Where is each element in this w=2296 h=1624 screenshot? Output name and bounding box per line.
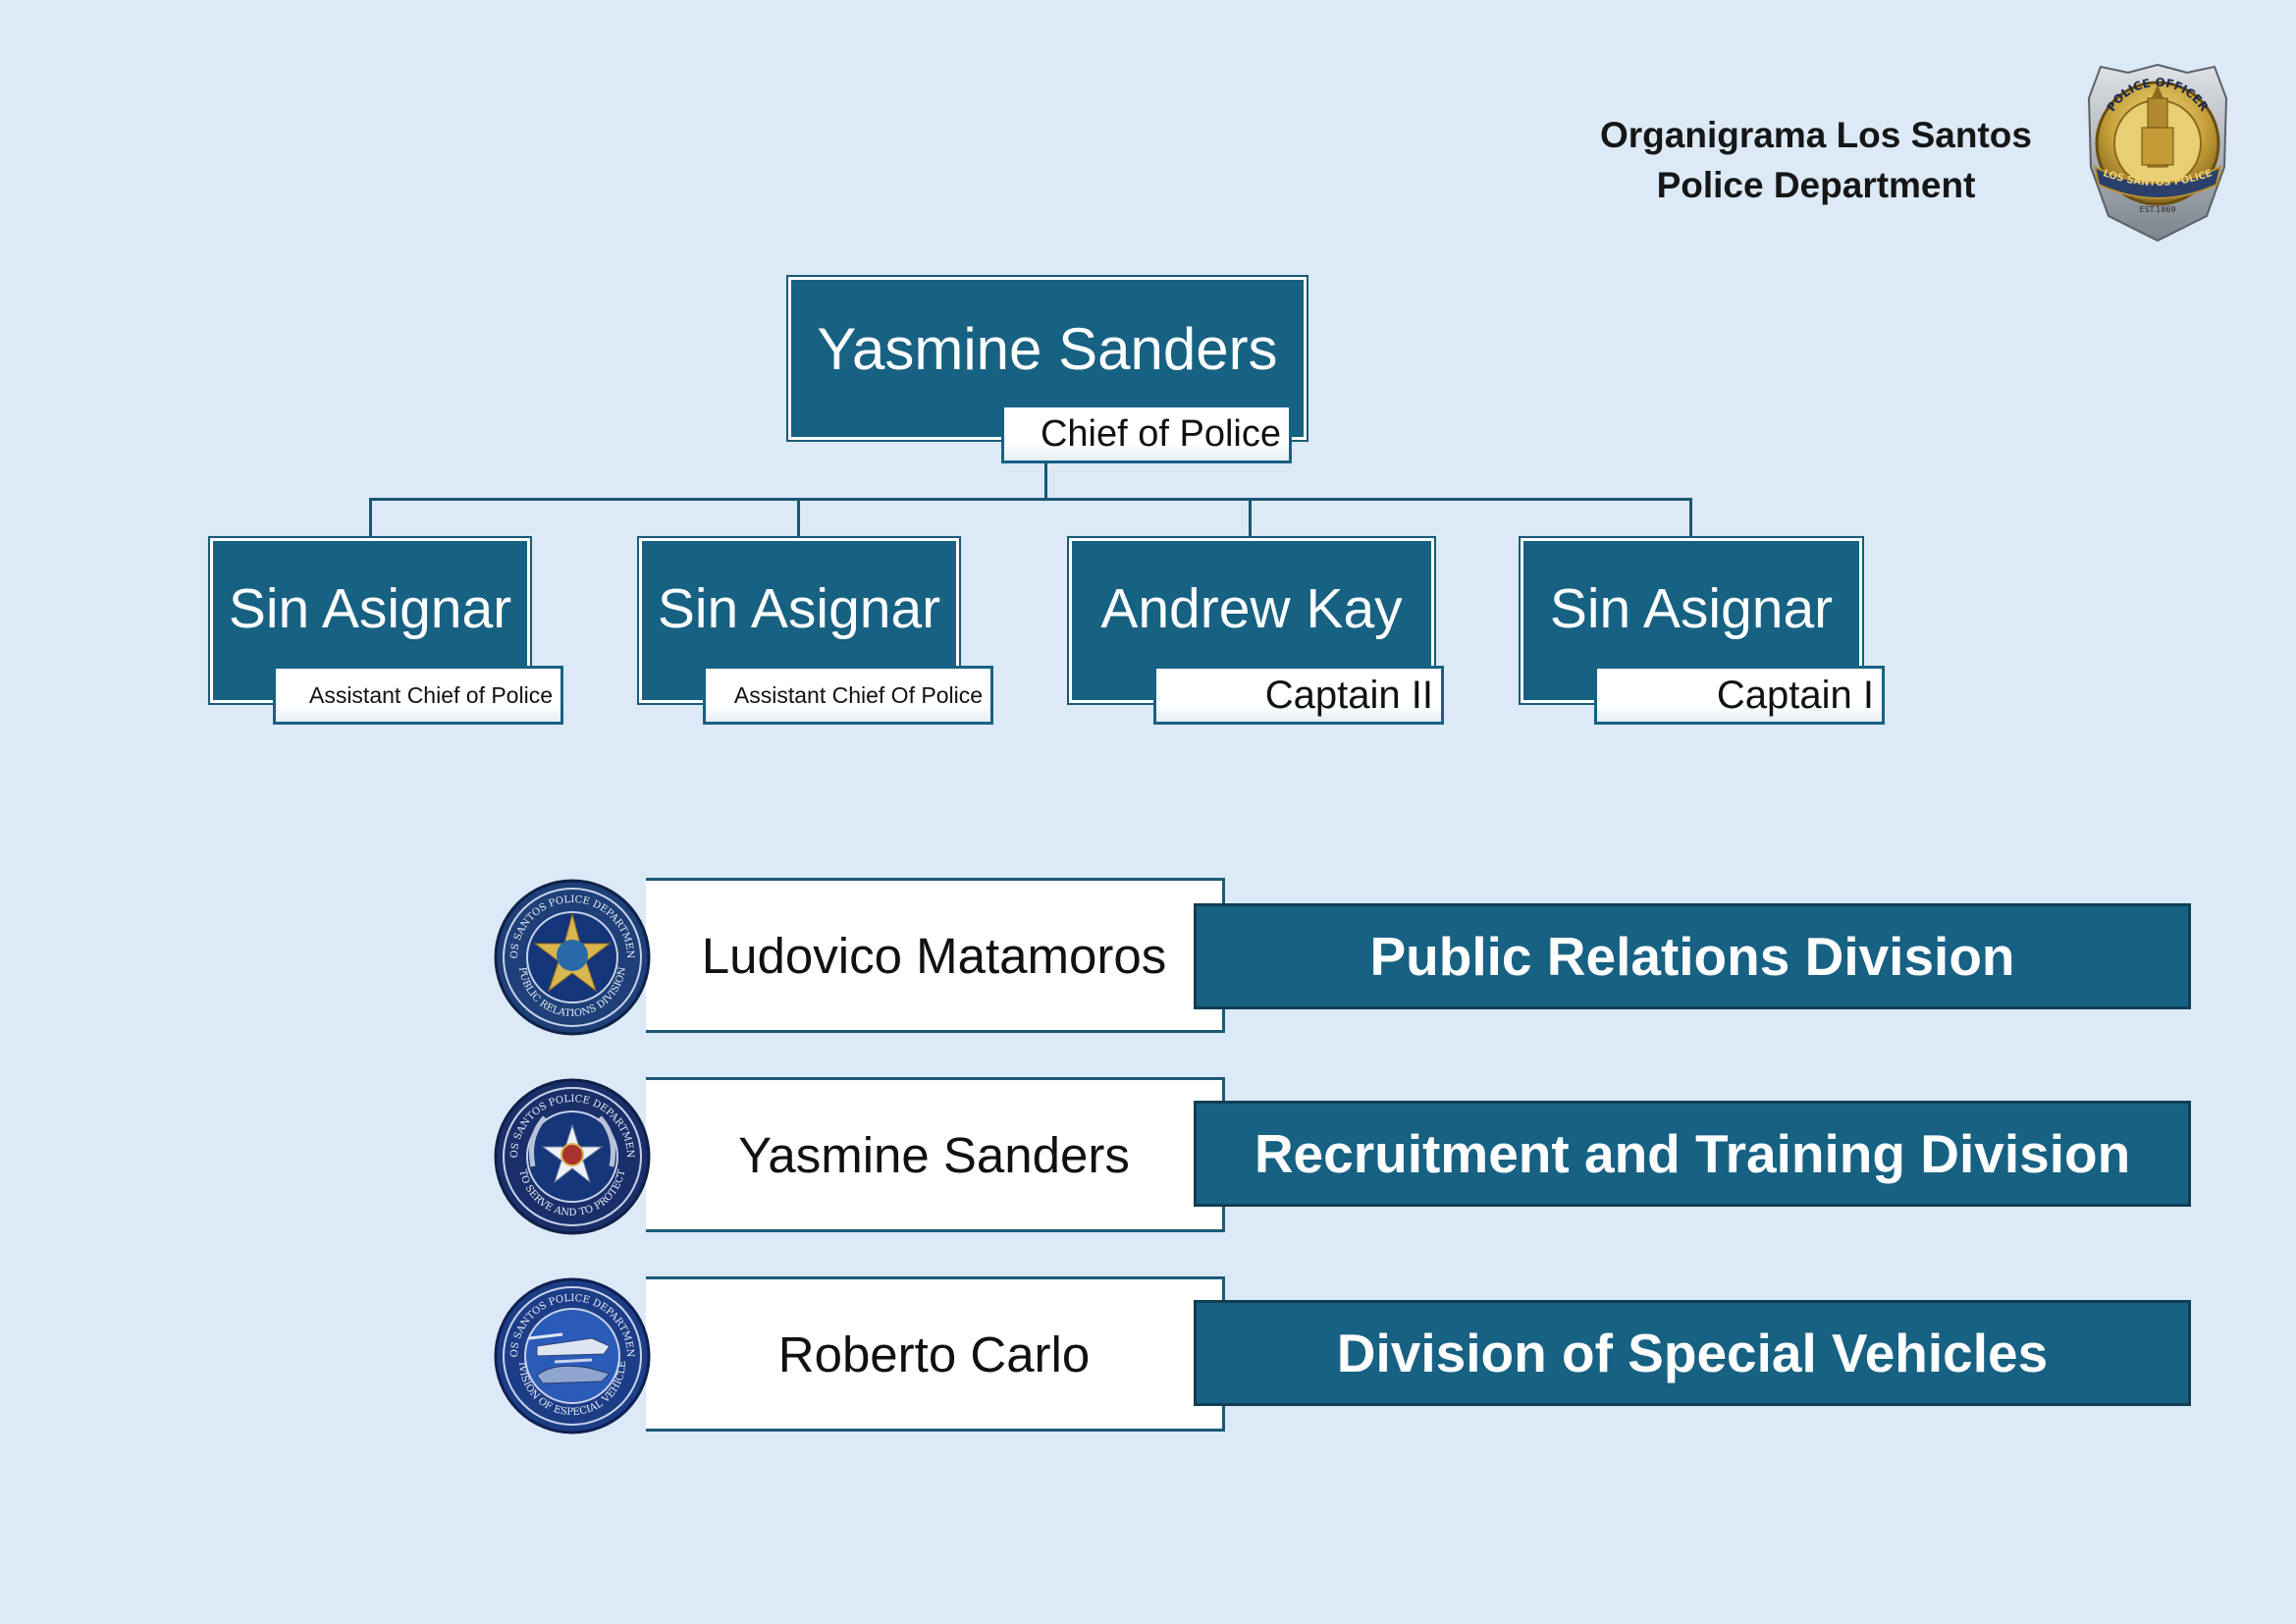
page-title-line-2: Police Department — [1656, 165, 1976, 205]
connector-chief-down — [1044, 461, 1047, 501]
officer-name-3: Andrew Kay — [1100, 577, 1403, 640]
division-name-3: Division of Special Vehicles — [1336, 1323, 2049, 1383]
connector-horizontal — [369, 498, 1692, 501]
division-leader-box-2: Yasmine Sanders — [646, 1077, 1225, 1232]
division-name-2: Recruitment and Training Division — [1254, 1123, 2131, 1184]
officer-name-4: Sin Asignar — [1549, 577, 1834, 640]
officer-name-2: Sin Asignar — [657, 577, 941, 640]
division-bar-1: Public Relations Division — [1194, 903, 2191, 1009]
connector-officer-3 — [1249, 498, 1252, 539]
division-leader-3: Roberto Carlo — [777, 1326, 1091, 1382]
officer-role-4: Captain I — [1594, 666, 1885, 725]
division-bar-2: Recruitment and Training Division — [1194, 1101, 2191, 1207]
officer-role-3: Captain II — [1153, 666, 1444, 725]
officer-role-2: Assistant Chief Of Police — [703, 666, 993, 725]
page-title-line-1: Organigrama Los Santos — [1600, 115, 2032, 155]
chief-name: Yasmine Sanders — [817, 316, 1278, 382]
badge-text-bottom: EST.1869 — [2140, 205, 2176, 214]
division-leader-box-3: Roberto Carlo — [646, 1276, 1225, 1432]
division-leader-1: Ludovico Matamoros — [701, 927, 1167, 984]
officer-role-1: Assistant Chief of Police — [273, 666, 563, 725]
page-title: Organigrama Los Santos Police Department — [1531, 110, 2101, 210]
division-leader-box-1: Ludovico Matamoros — [646, 878, 1225, 1033]
connector-officer-2 — [797, 498, 800, 539]
connector-officer-1 — [369, 498, 372, 539]
officer-name-1: Sin Asignar — [228, 577, 512, 640]
chief-role: Chief of Police — [1001, 405, 1292, 463]
connector-officer-4 — [1689, 498, 1692, 539]
police-officer-badge-icon: POLICE OFFICER LOS SANTOS POLICE EST.186… — [2087, 63, 2228, 243]
division-name-1: Public Relations Division — [1369, 926, 2015, 987]
division-bar-3: Division of Special Vehicles — [1194, 1300, 2191, 1406]
division-leader-2: Yasmine Sanders — [738, 1126, 1130, 1183]
